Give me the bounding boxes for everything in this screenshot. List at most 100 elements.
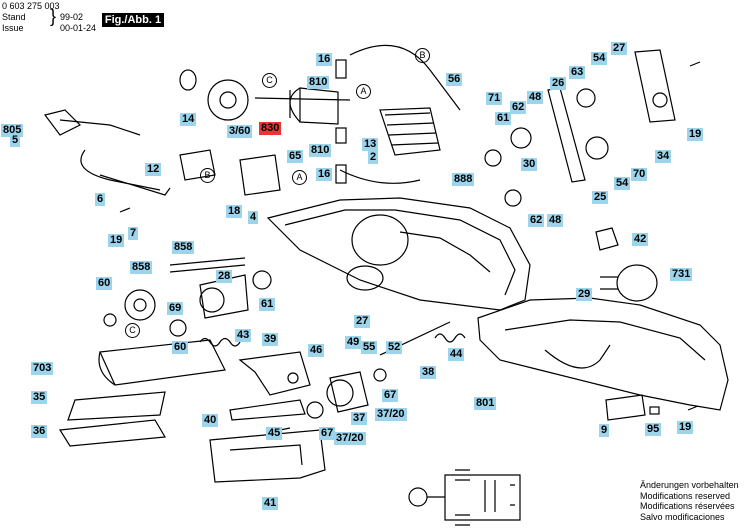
rear-roller [329, 371, 369, 413]
callout-36: 36 [31, 425, 48, 438]
callout-48-top: 48 [527, 91, 544, 104]
callout-13: 13 [362, 138, 379, 151]
spring [199, 337, 241, 347]
callout-54-mid: 54 [614, 177, 631, 190]
belt-cover [634, 49, 676, 123]
callout-26: 26 [550, 77, 567, 90]
callout-5: 5 [10, 134, 21, 147]
callout-46: 46 [308, 344, 325, 357]
callout-45: 45 [266, 427, 283, 440]
callout-54-top: 54 [591, 52, 608, 65]
callout-3-60: 3/60 [227, 125, 253, 138]
callout-888: 888 [452, 173, 475, 186]
callout-39: 39 [262, 333, 279, 346]
callout-40: 40 [202, 414, 219, 427]
callout-37-20-right: 37/20 [375, 408, 407, 421]
callout-16-brush: 16 [316, 53, 333, 66]
stator [379, 107, 441, 156]
callout-37-20-mid: 37/20 [334, 432, 366, 445]
cork-plate [58, 419, 166, 447]
figure-tag: Fig./Abb. 1 [102, 13, 164, 27]
callout-28: 28 [216, 270, 233, 283]
callout-19-right: 19 [677, 421, 694, 434]
callout-67-mid: 67 [319, 427, 336, 440]
callout-43: 43 [235, 329, 252, 342]
armature [254, 87, 351, 125]
callout-27-mid: 27 [354, 315, 371, 328]
main-housing [266, 197, 531, 311]
callout-731: 731 [670, 268, 693, 281]
callout-69: 69 [167, 302, 184, 315]
callout-60-mid: 60 [172, 341, 189, 354]
note-french: Modifications réservées [640, 501, 735, 511]
roller-shaft [169, 257, 246, 273]
callout-61-mid: 61 [259, 298, 276, 311]
callout-810-brush-holder: 810 [307, 76, 330, 89]
callout-38: 38 [420, 366, 437, 379]
callout-48-mid: 48 [547, 214, 564, 227]
modification-notes: Änderungen vorbehalten Modifications res… [640, 480, 739, 522]
connection-marker-a-left: A [292, 170, 307, 185]
base-box [209, 429, 326, 483]
circuit-diagram [408, 469, 521, 526]
issue-label: Issue [2, 23, 24, 33]
callout-55: 55 [361, 341, 378, 354]
power-cord [59, 119, 161, 191]
connection-marker-c-top: C [262, 73, 277, 88]
callout-67-right: 67 [382, 389, 399, 402]
callout-62-top: 62 [510, 101, 527, 114]
rear-handle [477, 297, 729, 411]
callout-41: 41 [262, 497, 279, 510]
callout-2: 2 [368, 151, 379, 164]
callout-805: 805 [1, 124, 24, 137]
callout-95: 95 [645, 423, 662, 436]
knob [616, 264, 658, 302]
issue-value: 00-01-24 [60, 23, 97, 33]
brace: } [50, 6, 57, 26]
callout-12: 12 [145, 163, 162, 176]
callout-830-highlight: 830 [259, 122, 282, 135]
note-spanish: Salvo modificaciones [640, 511, 725, 522]
callout-30: 30 [521, 158, 538, 171]
callout-19-left: 19 [108, 234, 125, 247]
note-german: Änderungen vorbehalten [640, 480, 739, 490]
callout-7: 7 [128, 227, 139, 240]
callout-49: 49 [345, 336, 362, 349]
callout-70: 70 [631, 168, 648, 181]
callout-62-mid: 62 [528, 214, 545, 227]
callout-56: 56 [446, 73, 463, 86]
stand-label: Stand [2, 12, 26, 22]
part-number: 0 603 275 003 [2, 1, 60, 11]
callout-4: 4 [248, 211, 259, 224]
stand-value: 99-02 [60, 12, 84, 22]
connection-marker-b-left: B [200, 168, 215, 183]
platen [67, 391, 166, 421]
callout-858-left: 858 [130, 261, 153, 274]
fan-wheel [207, 79, 249, 121]
callout-9: 9 [599, 424, 610, 437]
callout-19-top: 19 [687, 128, 704, 141]
callout-29: 29 [576, 288, 593, 301]
callout-16-mid: 16 [316, 168, 333, 181]
connection-marker-c-bottom: C [125, 323, 140, 338]
callout-63: 63 [569, 66, 586, 79]
callout-71: 71 [486, 92, 503, 105]
callout-35: 35 [31, 391, 48, 404]
callout-801: 801 [474, 397, 497, 410]
connection-marker-a-top: A [356, 84, 371, 99]
callout-810-mid: 810 [309, 144, 332, 157]
callout-6: 6 [95, 193, 106, 206]
callout-18: 18 [226, 205, 243, 218]
callout-37: 37 [351, 412, 368, 425]
callout-34: 34 [655, 150, 672, 163]
callout-44: 44 [448, 348, 465, 361]
sanding-belt [99, 339, 226, 386]
callout-703: 703 [31, 362, 54, 375]
callout-42: 42 [632, 233, 649, 246]
drive-belt [547, 87, 586, 183]
callout-65: 65 [287, 150, 304, 163]
callout-52: 52 [386, 341, 403, 354]
callout-25: 25 [592, 191, 609, 204]
connection-marker-b-top: B [415, 48, 430, 63]
